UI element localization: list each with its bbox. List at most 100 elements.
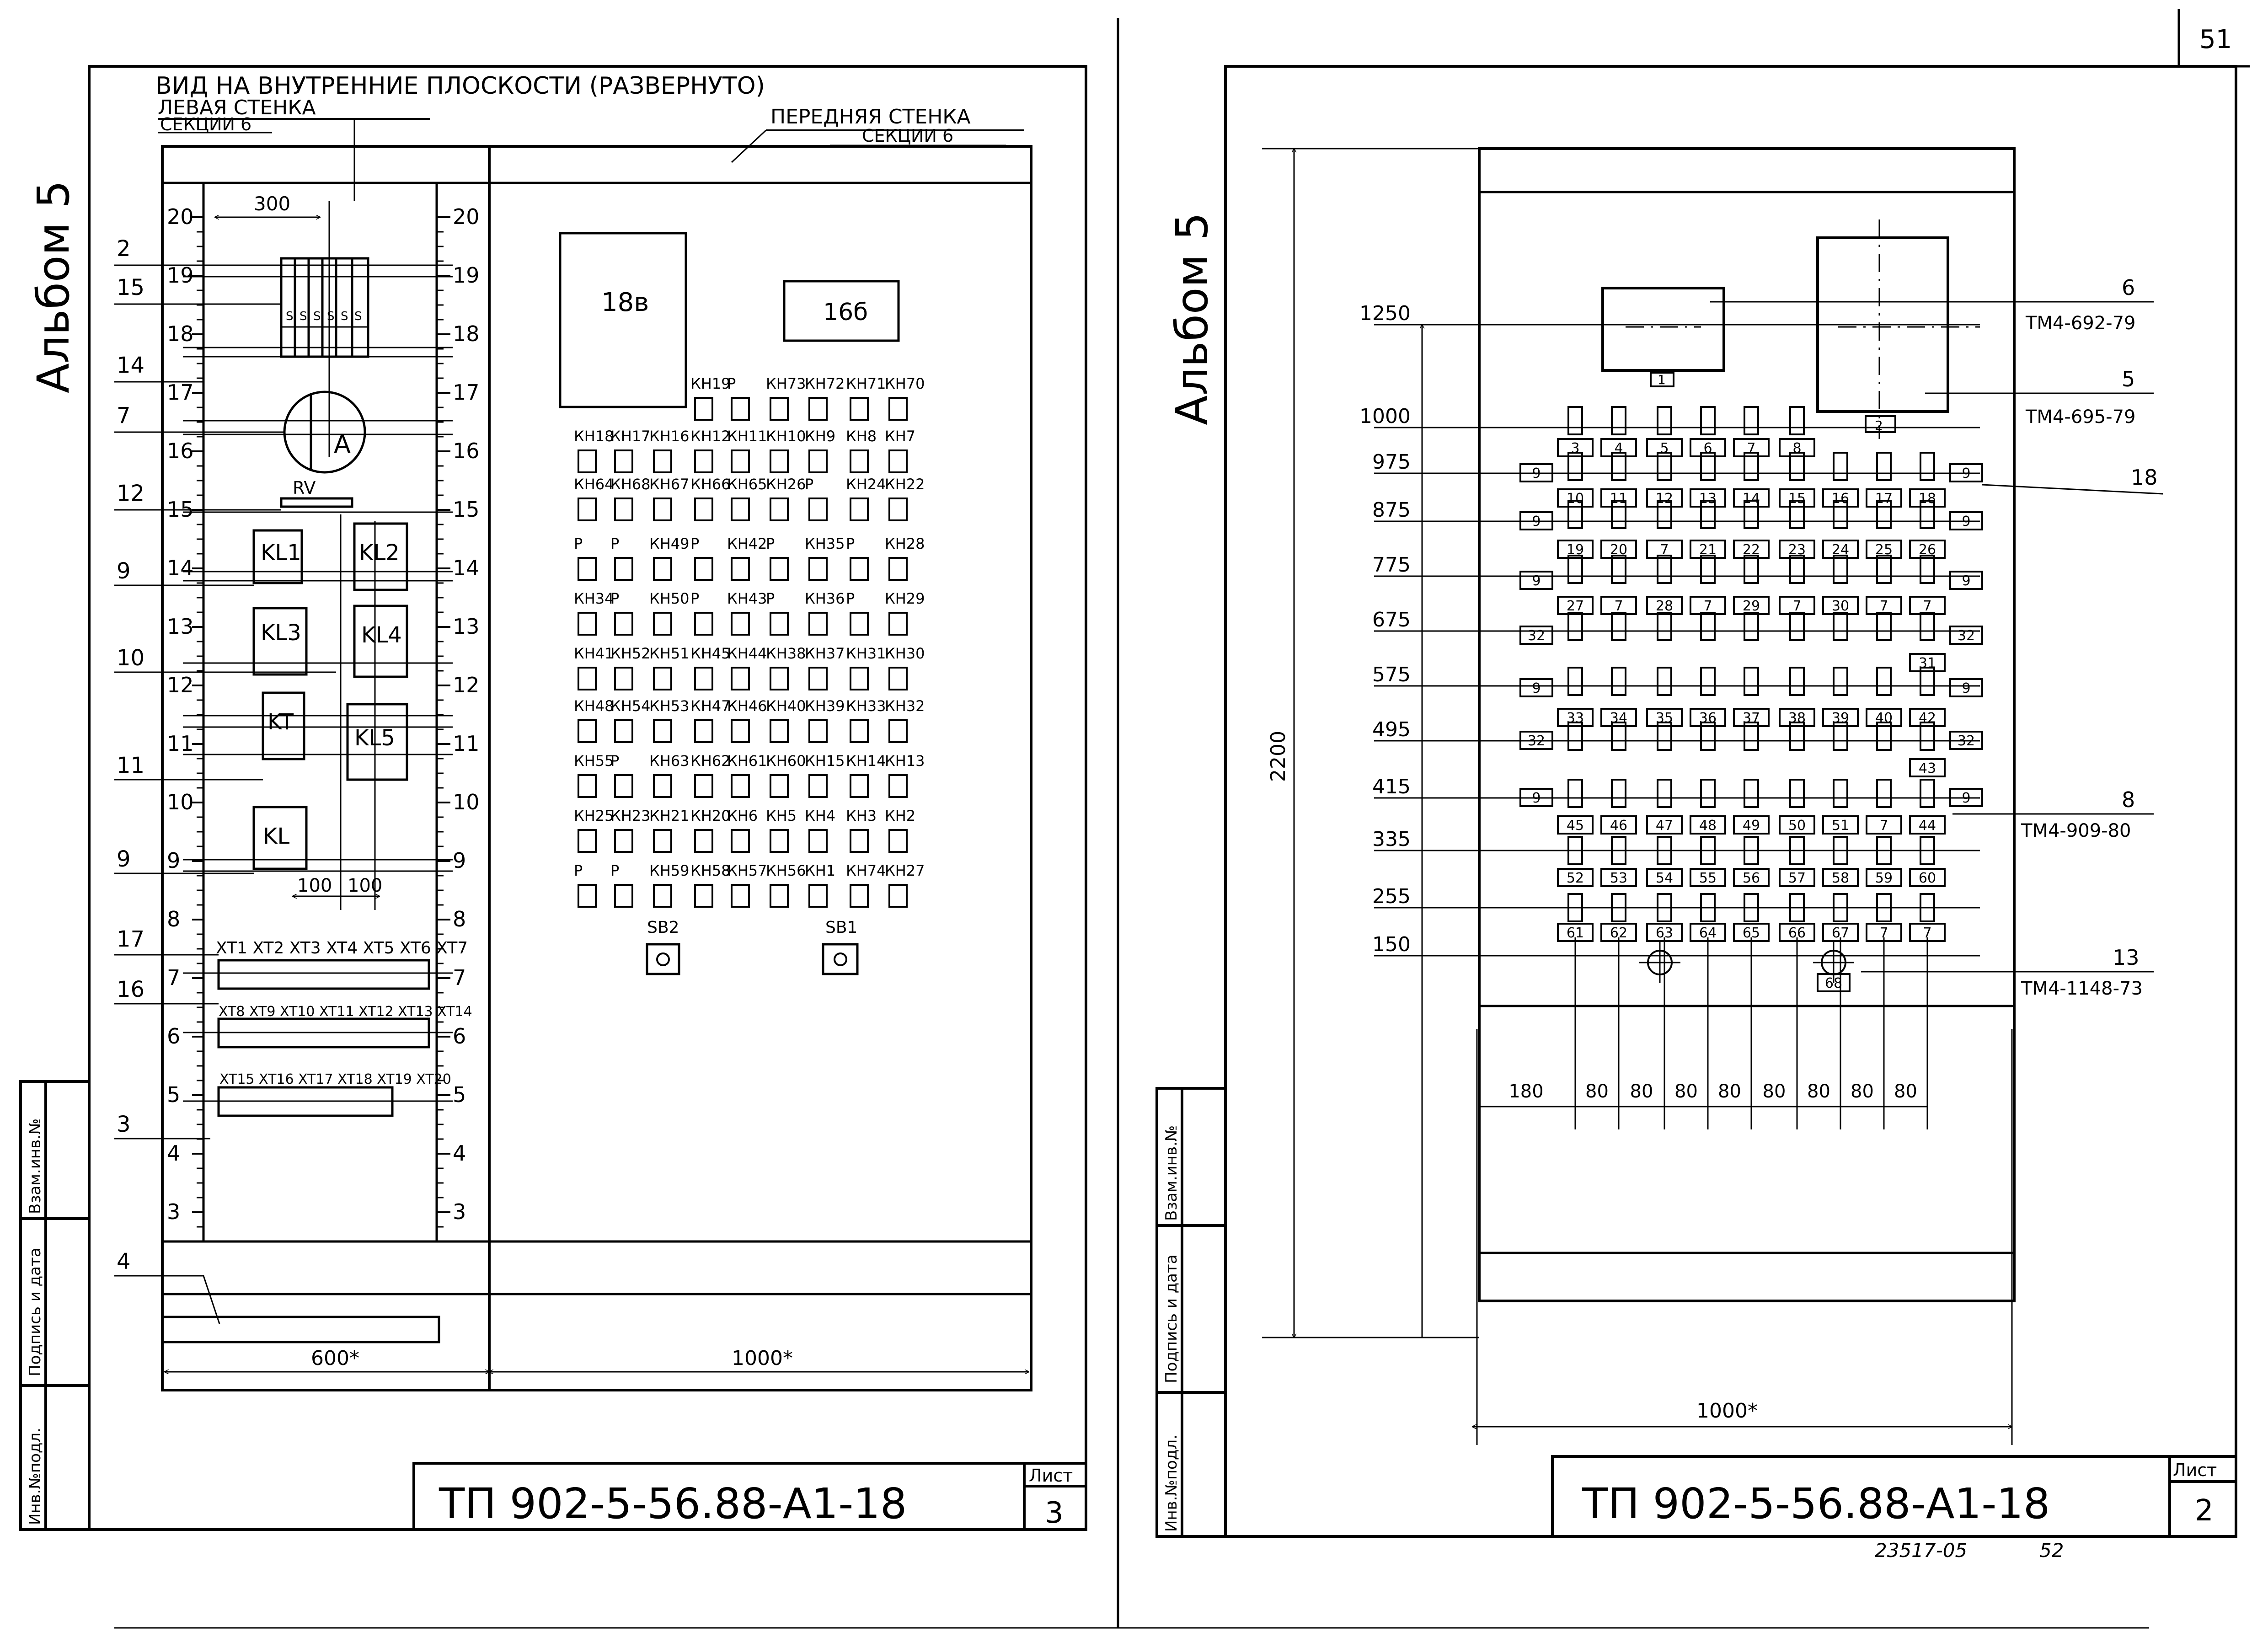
side-label-box (1519, 731, 1553, 750)
lamp-box (808, 774, 828, 798)
label-box (1822, 488, 1859, 508)
lamp-box (808, 612, 828, 636)
scale-number-left: 3 (167, 1199, 180, 1224)
lamp-label: P (690, 590, 699, 607)
label-box (1690, 708, 1726, 727)
callout-number: 11 (117, 753, 144, 778)
scale-number-right: 8 (453, 907, 466, 931)
terminals-row2: XT8 XT9 XT10 XT11 XT12 XT13 XT14 (219, 1004, 472, 1020)
lamp-symbol (1920, 555, 1935, 584)
label-number: 23 (1788, 542, 1806, 558)
lamp-symbol (1744, 836, 1759, 865)
height-mark: 415 (1372, 775, 1411, 798)
label-box (1822, 868, 1859, 887)
side-label-box (1949, 463, 1983, 482)
lamp-label: КН58 (690, 862, 731, 879)
relay-kl4 (353, 605, 408, 678)
lamp-symbol (1700, 555, 1716, 584)
lamp-box (770, 449, 789, 473)
lamp-label: КН43 (727, 590, 767, 607)
block-18v-label: 18в (601, 288, 649, 317)
label-number: 25 (1875, 542, 1893, 558)
label-box (1733, 708, 1770, 727)
callout-number: 17 (117, 926, 144, 952)
lamp-label: КН55 (574, 752, 614, 770)
height-mark: 1250 (1359, 302, 1411, 325)
callout-number: 4 (117, 1249, 131, 1274)
lamp-label: КН36 (805, 590, 845, 607)
front-wall-panel (488, 145, 1032, 1391)
lamp-symbol (1876, 555, 1892, 584)
label-number: 45 (1567, 818, 1584, 834)
lamp-symbol (1789, 836, 1805, 865)
lamp-symbol (1567, 722, 1583, 751)
lamp-label: КН72 (805, 375, 845, 392)
label-box (1600, 815, 1637, 835)
label-number: 57 (1788, 870, 1806, 886)
lamp-box (578, 498, 597, 521)
callout-number: 9 (117, 846, 131, 872)
label-number: 38 (1788, 710, 1806, 726)
label-box (1909, 653, 1946, 672)
scale-number-right: 15 (453, 497, 480, 522)
label-number: 56 (1743, 870, 1760, 886)
lamp-box (653, 774, 672, 798)
label-number: 24 (1832, 542, 1849, 558)
lamp-label: P (690, 535, 699, 552)
lamp-box (731, 829, 750, 853)
side-label-box (1949, 731, 1983, 750)
lamp-label: КН33 (846, 697, 886, 715)
label-number: 35 (1656, 710, 1673, 726)
relay-label: KL (263, 824, 289, 849)
label-box (1779, 488, 1815, 508)
label-box (1557, 708, 1594, 727)
scale-number-left: 8 (167, 907, 180, 931)
lamp-symbol (1876, 779, 1892, 808)
label-number: 47 (1656, 818, 1673, 834)
label-number: 20 (1610, 542, 1627, 558)
scale-number-right: 4 (453, 1141, 466, 1166)
height-mark: 495 (1372, 718, 1411, 741)
lamp-symbol (1611, 406, 1626, 435)
scale-number-right: 9 (453, 848, 466, 873)
scale-number-left: 18 (167, 321, 194, 346)
label-number: 46 (1610, 818, 1627, 834)
lamp-symbol (1876, 836, 1892, 865)
left-side-inv: Инв.№подл. (26, 1428, 44, 1525)
lamp-box (888, 612, 908, 636)
lamp-label: КН17 (610, 428, 651, 445)
height-mark: 335 (1372, 828, 1411, 851)
height-mark: 875 (1372, 498, 1411, 522)
relay-kl (252, 806, 308, 870)
lamp-label: КН31 (846, 645, 886, 662)
label-box (1690, 438, 1726, 457)
lamp-box (888, 667, 908, 690)
lamp-label: КН24 (846, 476, 886, 493)
right-side-podpis: Подпись и дата (1162, 1254, 1181, 1383)
footer-code: 23517-05 (1875, 1539, 1967, 1562)
lamp-label: КН67 (649, 476, 690, 493)
side-label: 9 (1962, 514, 1970, 530)
lamp-symbol (1744, 893, 1759, 922)
side-label-box (1519, 571, 1553, 590)
lamp-symbol (1657, 667, 1672, 696)
lamp-symbol (1700, 406, 1716, 435)
label-number: 36 (1699, 710, 1717, 726)
left-side-vzam: Взам.инв.№ (26, 1118, 44, 1214)
label-number: 6 (1703, 440, 1712, 456)
spacing-label: 180 (1508, 1081, 1543, 1102)
label-number: 16 (1832, 491, 1849, 507)
lamp-symbol (1611, 722, 1626, 751)
label-box (1779, 596, 1815, 615)
height-mark: 150 (1372, 933, 1411, 956)
lamp-label: КН41 (574, 645, 614, 662)
rv-element (280, 497, 353, 508)
label-box (1690, 815, 1726, 835)
scale-number-right: 5 (453, 1082, 466, 1107)
lamp-box (653, 498, 672, 521)
lamp-box (888, 829, 908, 853)
label-box (1866, 815, 1902, 835)
right-sheet-number: 2 (2195, 1494, 2214, 1528)
scale-number-left: 10 (167, 790, 194, 814)
